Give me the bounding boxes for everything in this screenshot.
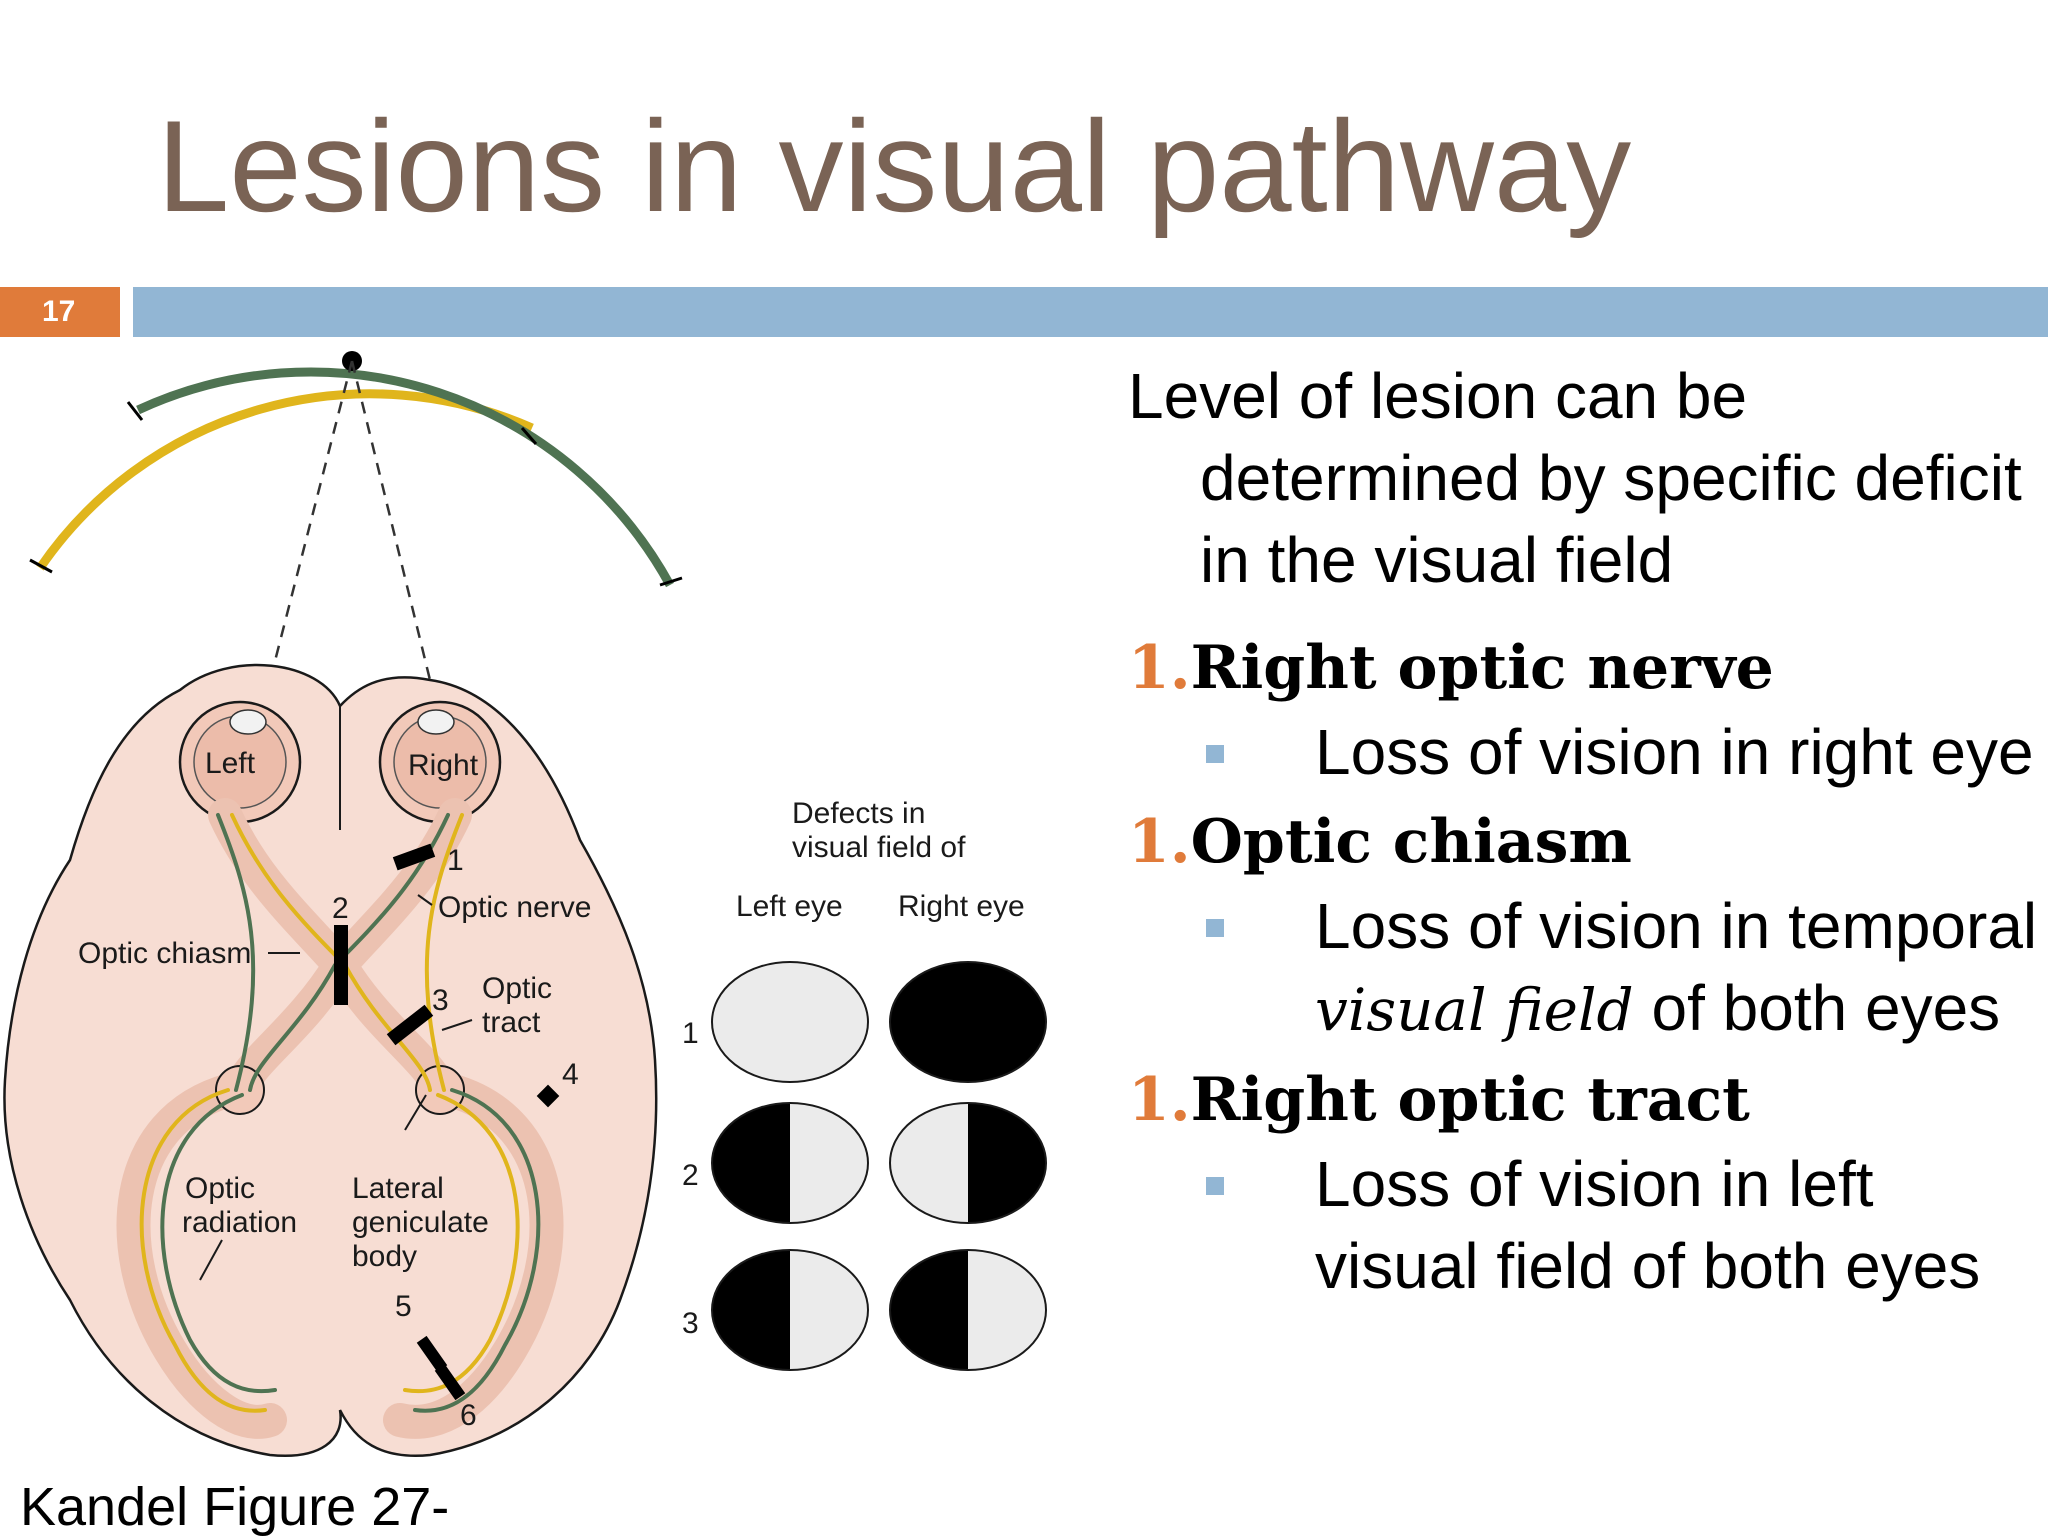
item-number-1: 1. [1128, 633, 1191, 703]
lesion-5 [416, 1335, 448, 1373]
figure-caption: Kandel Figure 27- [20, 1477, 450, 1536]
bullet-square-icon [1206, 919, 1224, 937]
lesion-number-4: 4 [562, 1058, 579, 1091]
item-bullet-text-2a: Loss of vision in temporal [1315, 890, 2038, 962]
lesion-number-6: 6 [460, 1399, 477, 1432]
label-optic-radiation-1: Optic [185, 1172, 255, 1205]
item-number-3: 1. [1128, 1065, 1191, 1135]
lesion-6 [434, 1363, 466, 1401]
content-panel: Level of lesion can be determined by spe… [1128, 355, 2048, 1315]
field-row1-right-eye [889, 961, 1047, 1083]
item-bullet-3: Loss of vision in left visual field of b… [1128, 1143, 2048, 1307]
visual-pathway-diagram: Left Right Optic nerve Optic chiasm Opti… [3, 351, 1047, 1458]
label-right-eye: Right [408, 749, 479, 782]
item-heading-text-2: Optic chiasm [1190, 807, 1632, 877]
label-lgn-1: Lateral [352, 1172, 444, 1205]
slide-title: Lesions in visual pathway [157, 93, 1632, 239]
field-row2-left-eye [711, 1102, 869, 1224]
item-heading-3: 1.Right optic tract [1128, 1059, 2048, 1141]
column-left-eye: Left eye [736, 890, 843, 923]
lesion-4 [536, 1084, 560, 1108]
item-heading-2: 1.Optic chiasm [1128, 801, 2048, 883]
lesion-number-5: 5 [395, 1290, 412, 1323]
item-bullet-1: Loss of vision in right eye [1128, 711, 2048, 793]
label-optic-tract-1: Optic [482, 972, 552, 1005]
row-number-1: 1 [682, 1017, 699, 1050]
lesion-number-1: 1 [447, 844, 464, 877]
row-number-2: 2 [682, 1159, 699, 1192]
field-row2-right-eye [889, 1102, 1047, 1224]
column-right-eye: Right eye [898, 890, 1025, 923]
brain-outline [3, 663, 658, 1458]
label-optic-nerve: Optic nerve [438, 891, 591, 924]
lesion-2 [334, 925, 348, 1005]
defects-title-1: Defects in [792, 797, 925, 830]
label-optic-radiation-2: radiation [182, 1206, 297, 1239]
item-bullet-text-3: Loss of vision in left visual field of b… [1315, 1148, 1981, 1302]
field-row3-left-eye [711, 1249, 869, 1371]
label-lgn-3: body [352, 1240, 417, 1273]
slide-number: 17 [0, 287, 120, 337]
title-divider-bar [133, 287, 2048, 337]
field-row3-right-eye [889, 1249, 1047, 1371]
lesion-number-3: 3 [432, 984, 449, 1017]
label-optic-tract-2: tract [482, 1006, 541, 1039]
item-heading-text-1: Right optic nerve [1190, 633, 1774, 703]
item-number-2: 1. [1128, 807, 1191, 877]
defects-title-2: visual field of [792, 831, 966, 864]
lesion-number-2: 2 [332, 892, 349, 925]
item-bullet-text-2b: visual field [1315, 976, 1634, 1044]
item-bullet-2: Loss of vision in temporal visual field … [1128, 885, 2048, 1051]
bullet-square-icon [1206, 1177, 1224, 1195]
label-optic-chiasm: Optic chiasm [78, 937, 251, 970]
item-heading-text-3: Right optic tract [1190, 1065, 1750, 1135]
visual-field-arc-right [136, 367, 674, 588]
field-row1-left-eye [711, 961, 869, 1083]
lesion-1 [392, 843, 436, 871]
lesion-3 [386, 1004, 434, 1046]
item-bullet-text-2c: of both eyes [1651, 972, 2001, 1044]
item-heading-1: 1.Right optic nerve [1128, 627, 2048, 709]
label-left-eye: Left [205, 747, 256, 780]
item-bullet-text-1: Loss of vision in right eye [1315, 716, 2034, 788]
label-lgn-2: geniculate [352, 1206, 489, 1239]
bullet-square-icon [1206, 745, 1224, 763]
intro-text: Level of lesion can be determined by spe… [1128, 360, 2022, 596]
visual-field-arc-left [36, 389, 534, 571]
row-number-3: 3 [682, 1307, 699, 1340]
